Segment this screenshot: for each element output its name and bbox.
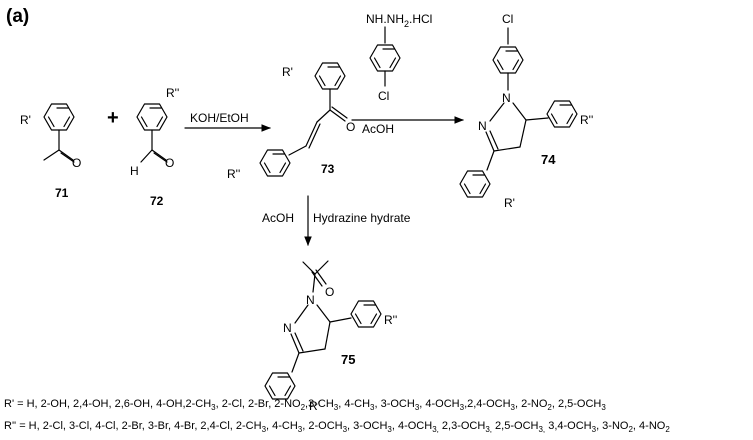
substituent-subscript: 3,	[538, 425, 546, 435]
nitrogen-label-74-n1: N	[502, 91, 511, 105]
r-prime-label-74: R'	[504, 196, 515, 210]
substituent-subscript: 3	[342, 425, 348, 435]
r-double-prime-substituent-list: R'' = H, 2-Cl, 3-Cl, 4-Cl, 2-Br, 3-Br, 4…	[4, 420, 670, 434]
r-prime-substituent-list: R' = H, 2-OH, 2,4-OH, 2,6-OH, 4-OH,2-CH3…	[4, 398, 606, 412]
substituent-text: 2,5-OCH	[492, 420, 539, 432]
reagent-hydrazine-main: NH.NH	[366, 12, 404, 26]
reagent-hydrazine-tail: .HCl	[409, 12, 432, 26]
compound-72-label: 72	[150, 194, 164, 208]
oxygen-label-72: O	[165, 156, 174, 170]
substituent-subscript: 3	[591, 425, 597, 435]
substituent-text: , 4-OCH	[419, 398, 460, 410]
substituent-subscript: 3	[211, 403, 216, 413]
r-double-prime-label-75: R''	[384, 313, 397, 327]
benzene-ring-75-right	[350, 300, 382, 328]
benzene-ring-75-bottom	[264, 372, 296, 400]
reagent-hydrazine-hydrate: Hydrazine hydrate	[313, 211, 411, 225]
substituent-subscript: 3	[459, 403, 465, 413]
substituent-subscript: 3	[297, 425, 303, 435]
nitrogen-label-75-n2: N	[283, 321, 292, 335]
substituent-subscript: 2	[628, 425, 633, 435]
oxygen-label-71: O	[72, 156, 81, 170]
compound-72-structure: H O R'' 72	[130, 86, 179, 208]
hydrogen-label-72: H	[130, 164, 139, 178]
nitrogen-label-74-n2: N	[478, 119, 487, 133]
substituent-subscript: 3,	[432, 425, 439, 435]
compound-74-label: 74	[541, 152, 556, 167]
substituent-text: ,2,4-OCH	[464, 398, 511, 410]
substituent-text: 2,3-OCH	[438, 420, 486, 432]
substituent-subscript: 3	[370, 403, 375, 413]
benzene-ring-71	[43, 103, 75, 131]
benzene-ring-73-top	[314, 62, 346, 90]
substituent-text: ,3-CH	[305, 398, 334, 410]
substituent-text: 3,4-OCH	[545, 420, 592, 432]
compound-75-structure: O N N R'' R' 75	[264, 260, 397, 413]
substituent-text: , 3-OCH	[347, 420, 388, 432]
substituent-text: , 3-OCH	[374, 398, 415, 410]
substituent-text: , 3-NO	[596, 420, 629, 432]
substituent-text: R' = H, 2-OH, 2,4-OH, 2,6-OH, 4-OH,2-CH	[4, 398, 212, 410]
chlorine-label-74: Cl	[502, 12, 513, 26]
substituent-text: , 4-NO	[632, 420, 666, 432]
substituent-subscript: 3	[414, 403, 420, 413]
reagent-chlorophenylhydrazine: NH.NH2.HCl Cl	[366, 12, 432, 103]
plus-sign: +	[107, 107, 119, 129]
substituent-text: , 2-NO	[514, 398, 548, 410]
compound-71-structure: O R' 71	[20, 103, 81, 200]
substituent-text: , 2,5-OCH	[551, 398, 602, 410]
compound-74-structure: Cl N N R'' R' 74	[459, 12, 593, 210]
reagent-hydrazine-subscript: 2	[404, 19, 409, 29]
substituent-text: , 2-OCH	[302, 420, 343, 432]
substituent-subscript: 3,	[485, 425, 492, 435]
nitrogen-label-75-n1: N	[306, 293, 315, 307]
r-prime-label-75: R'	[309, 399, 320, 413]
r-prime-label-71: R'	[20, 113, 31, 127]
substituent-text: , 4-CH	[266, 420, 298, 432]
substituent-subscript: 3	[333, 403, 339, 413]
r-double-prime-label-72: R''	[166, 86, 179, 100]
substituent-subscript: 3	[601, 403, 606, 413]
benzene-ring-72	[136, 103, 168, 131]
benzene-ring-73-bottom	[259, 149, 291, 177]
benzene-ring-74-top	[492, 46, 524, 74]
panel-label: (a)	[6, 6, 29, 27]
substituent-subscript: 3	[387, 425, 392, 435]
reagent-koh-etoh: KOH/EtOH	[190, 111, 249, 125]
reagent-acoh-top: AcOH	[362, 122, 394, 136]
substituent-subscript: 2	[547, 403, 552, 413]
compound-73-structure: R' O R'' 73	[227, 62, 355, 181]
oxygen-label-73: O	[346, 120, 355, 134]
benzene-ring-74-bottom	[459, 170, 491, 198]
substituent-subscript: 2	[300, 403, 306, 413]
substituent-text: , 2-Cl, 2-Br, 2-NO	[215, 398, 301, 410]
r-prime-label-73: R'	[282, 65, 293, 79]
benzene-ring-reagent	[369, 44, 401, 72]
substituent-subscript: 3	[261, 425, 267, 435]
r-double-prime-label-74: R''	[580, 113, 593, 127]
chlorine-label-reagent: Cl	[378, 89, 389, 103]
substituent-text: , 4-OCH	[391, 420, 433, 432]
compound-75-label: 75	[341, 352, 355, 367]
reagent-hydrazine-hcl: NH.NH2.HCl	[366, 12, 432, 29]
substituent-subscript: 2	[665, 425, 670, 435]
substituent-text: , 4-CH	[338, 398, 371, 410]
benzene-ring-74-right	[546, 100, 578, 128]
r-double-prime-label-73: R''	[227, 167, 240, 181]
substituent-text: R'' = H, 2-Cl, 3-Cl, 4-Cl, 2-Br, 3-Br, 4…	[4, 420, 262, 432]
compound-73-label: 73	[321, 162, 335, 176]
reagent-acoh-down: AcOH	[262, 211, 294, 225]
compound-71-label: 71	[55, 186, 69, 200]
substituent-subscript: 3	[510, 403, 515, 413]
oxygen-label-75: O	[325, 285, 334, 299]
